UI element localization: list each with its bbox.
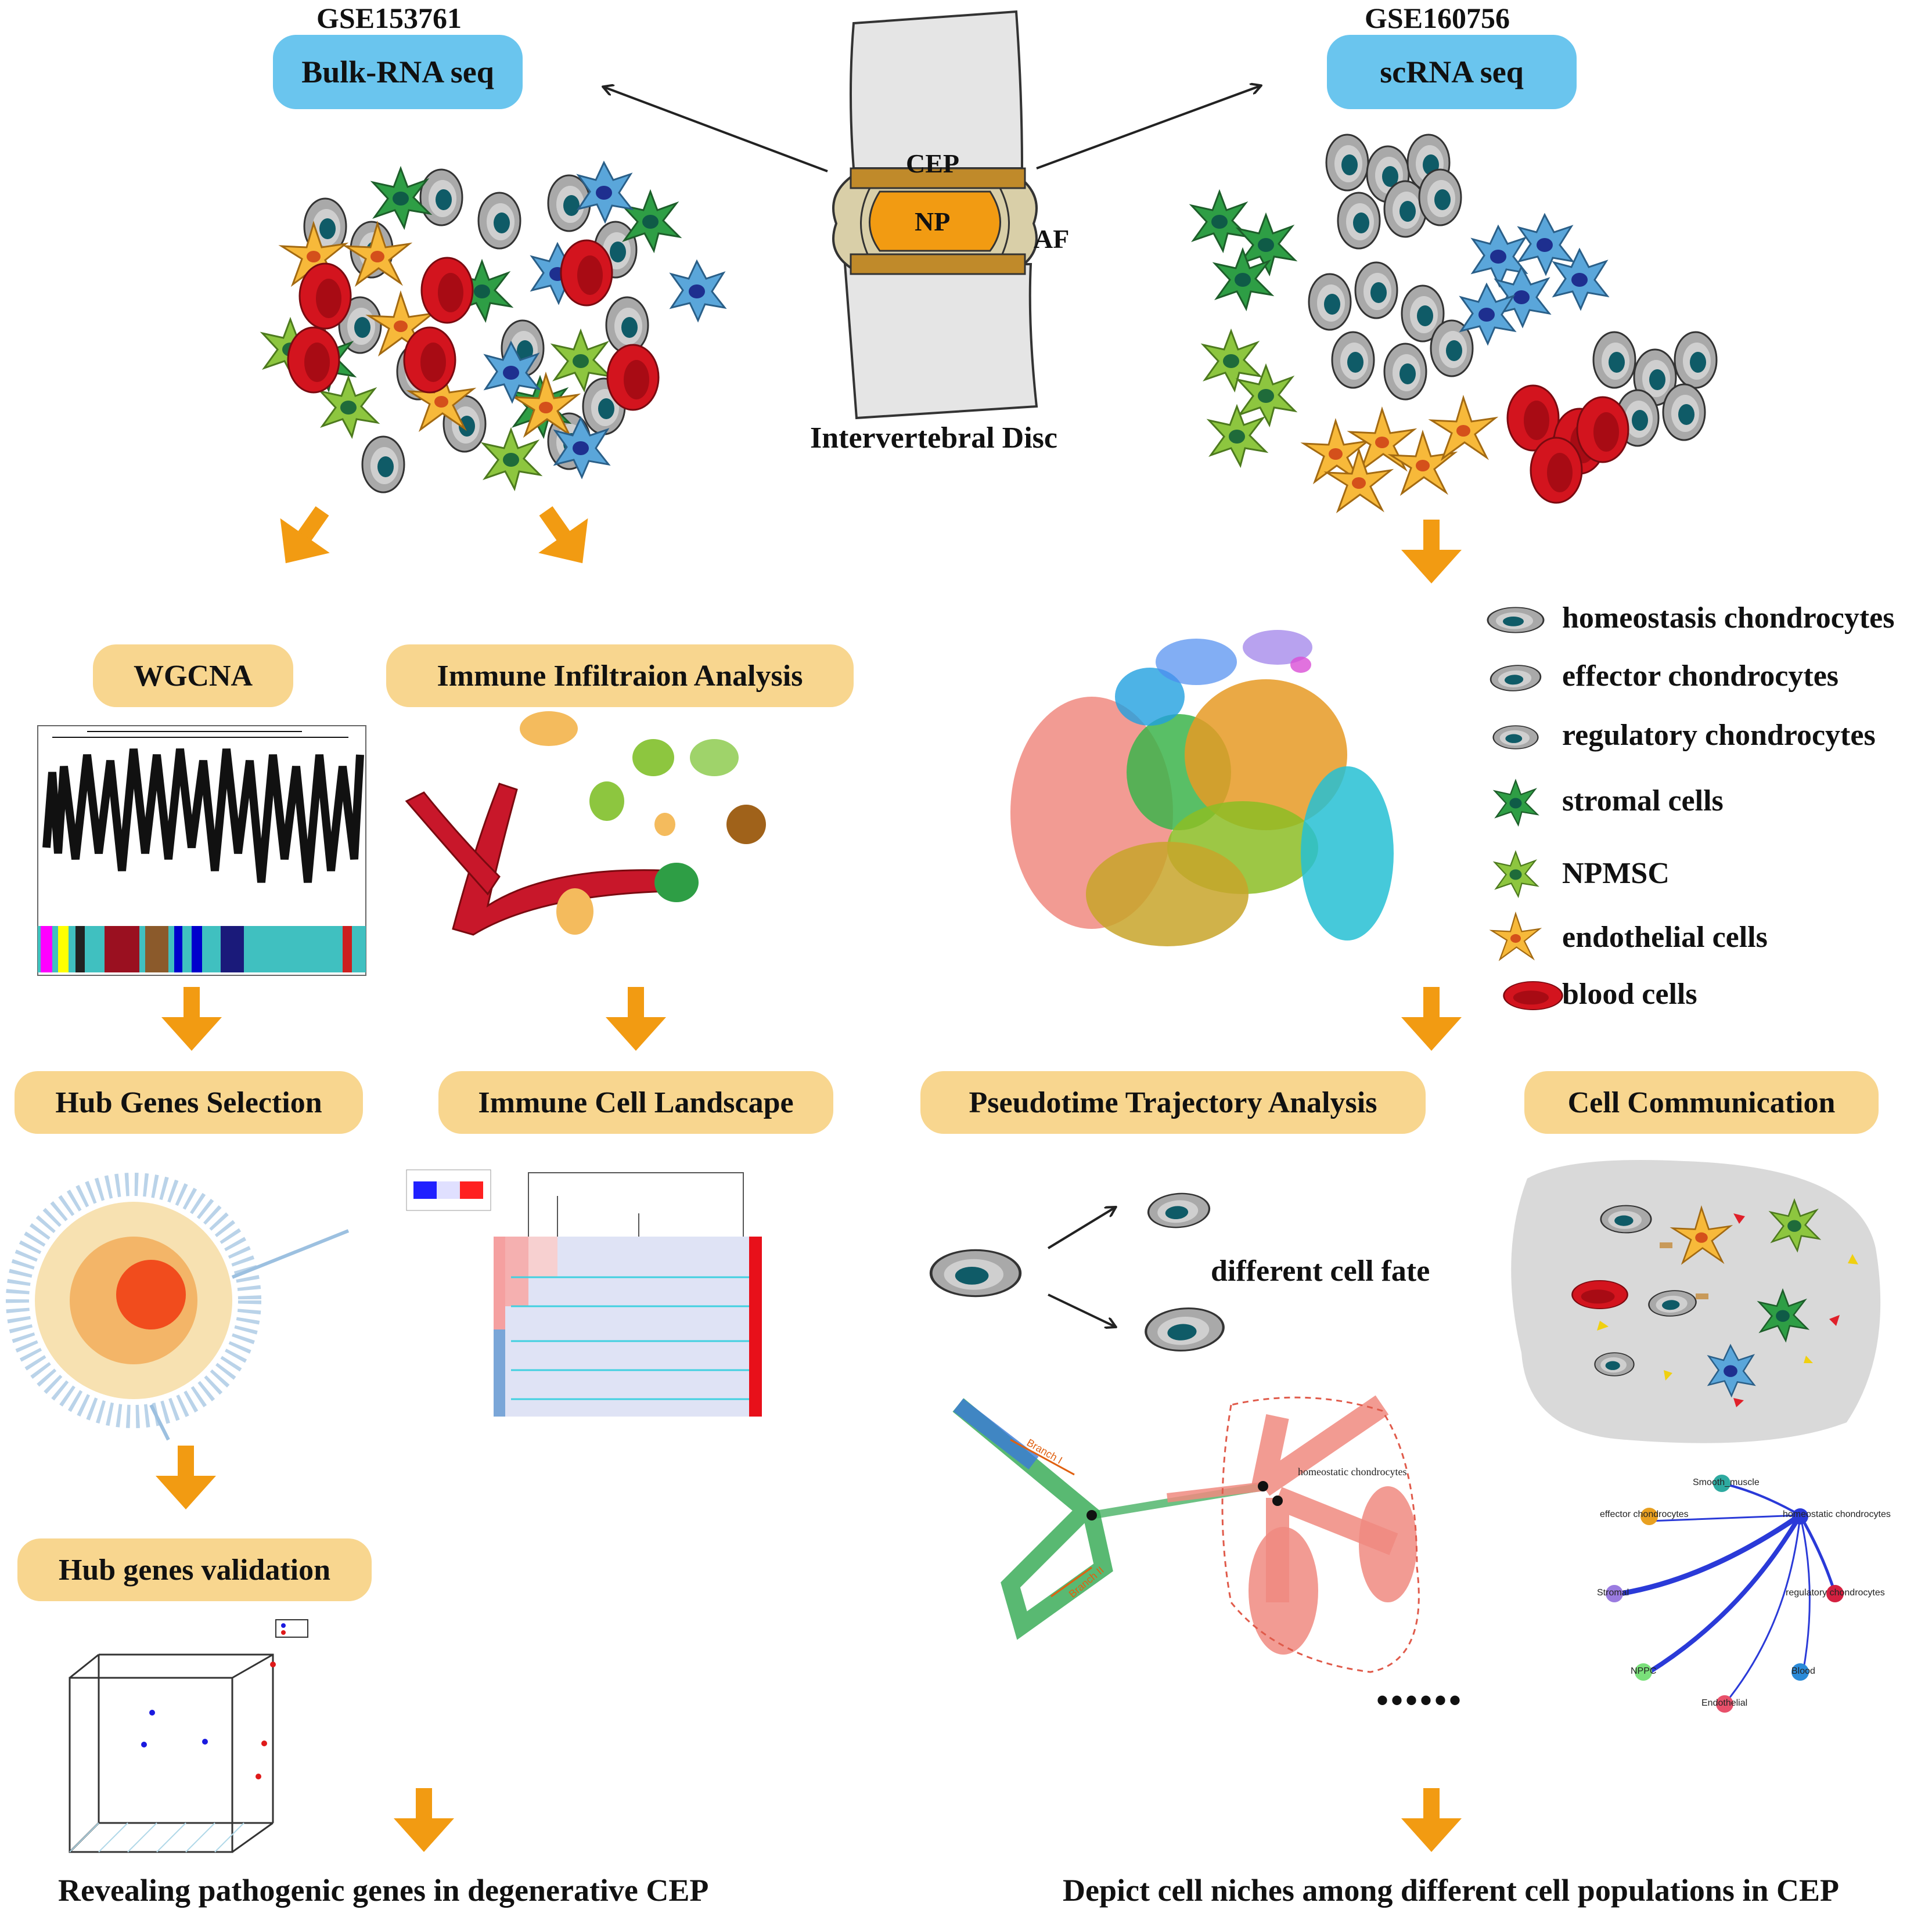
scrna-seq-box: scRNA seq [1327,35,1577,109]
cell-communication-label: Cell Communication [1567,1086,1836,1119]
scrna-seq-label: scRNA seq [1380,55,1524,89]
net-node-nppc: NPPC [1631,1666,1657,1676]
sc-cell-groups [1190,134,1718,512]
af-label: AF [1034,224,1070,254]
cell-fate-cells [931,1189,1228,1355]
intervertebral-disc-illustration [832,10,1038,420]
conclusion-right: Depict cell niches among different cell … [1063,1873,1839,1908]
immune-infiltration-label: Immune Infiltraion Analysis [437,659,803,693]
pseudotime-box: Pseudotime Trajectory Analysis [920,1071,1426,1134]
cell-communication-niche [1511,1160,1881,1443]
legend-endothelial: endothelial cells [1562,921,1768,954]
hub-validation-3d-scatter [69,1619,308,1853]
cep-label: CEP [906,149,959,178]
immune-heatmap [406,1169,762,1417]
legend-effector: effector chondrocytes [1562,660,1839,693]
trajectory-annotation: homeostatic chondrocytes [1298,1466,1407,1478]
hub-validation-label: Hub genes validation [58,1553,331,1587]
ellipsis-dots: •••••• [1376,1681,1464,1720]
conclusion-left: Revealing pathogenic genes in degenerati… [58,1873,709,1908]
net-node-stromal: Stromal [1597,1588,1629,1598]
immune-infiltration-illustration [405,711,766,936]
net-node-endothelial: Endothelial [1701,1698,1748,1708]
net-node-homeostatic: homeostatic chondrocytes [1783,1509,1891,1519]
legend-regulatory: regulatory chondrocytes [1562,719,1876,752]
wgcna-label: WGCNA [133,659,253,693]
communication-network [1606,1475,1844,1713]
net-node-blood: Blood [1791,1666,1815,1676]
legend-npmsc: NPMSC [1562,857,1670,890]
hub-selection-label: Hub Genes Selection [55,1086,322,1119]
net-node-regulatory: regulatory chondrocytes [1786,1588,1885,1598]
net-node-smooth-muscle: Smooth_muscle [1693,1478,1760,1487]
pseudotime-trajectory [952,1395,1420,1673]
wgcna-box: WGCNA [93,644,293,707]
legend-blood: blood cells [1562,978,1697,1011]
bulk-cell-cluster [261,161,726,493]
legend-stromal: stromal cells [1562,784,1724,817]
immune-landscape-box: Immune Cell Landscape [438,1071,833,1134]
tsne-scatter [1010,630,1394,946]
bulk-rna-seq-label: Bulk-RNA seq [301,55,494,89]
np-label: NP [915,207,951,236]
right-accession: GSE160756 [1365,2,1510,34]
left-accession: GSE153761 [316,2,462,34]
cell-fate-text: different cell fate [1211,1255,1430,1288]
wgcna-dendrogram [37,725,366,976]
disc-title: Intervertebral Disc [810,421,1057,455]
cell-communication-box: Cell Communication [1524,1071,1879,1134]
hub-selection-box: Hub Genes Selection [15,1071,363,1134]
legend-icons [1487,606,1563,1011]
immune-landscape-label: Immune Cell Landscape [478,1086,794,1119]
hub-validation-box: Hub genes validation [17,1538,372,1601]
pseudotime-label: Pseudotime Trajectory Analysis [969,1086,1377,1119]
bulk-rna-seq-box: Bulk-RNA seq [273,35,523,109]
legend-homeostasis: homeostasis chondrocytes [1562,601,1895,635]
hub-gene-network [6,1173,350,1441]
net-node-effector: effector chondrocytes [1600,1509,1689,1519]
immune-infiltration-box: Immune Infiltraion Analysis [386,644,854,707]
